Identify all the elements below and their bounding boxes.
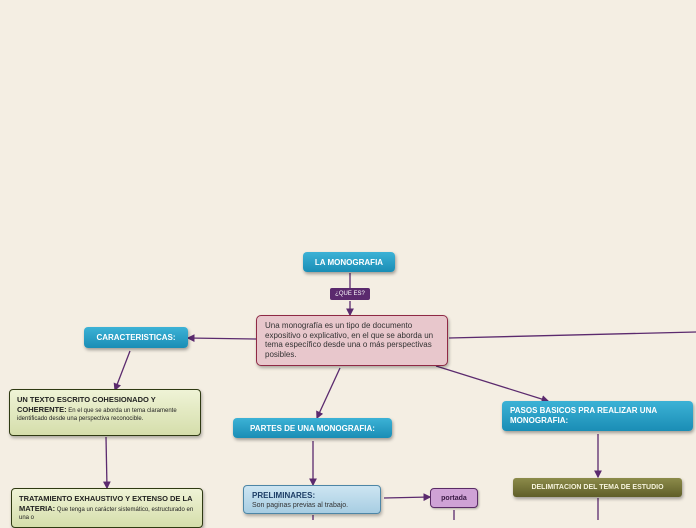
connector-characteristics-item1 [113, 350, 131, 392]
connector-definition-parts [316, 367, 341, 420]
characteristics-node[interactable]: CARACTERISTICAS: [84, 327, 188, 348]
preliminares-heading: PRELIMINARES: [252, 491, 316, 500]
characteristic-treatment-heading: TRATAMIENTO EXHAUSTIVO Y EXTENSO DE LA M… [19, 494, 193, 513]
delimitacion-node[interactable]: DELIMITACION DEL TEMA DE ESTUDIO [513, 478, 682, 497]
topic-label: LA MONOGRAFIA [314, 257, 384, 267]
connector-item1-item2 [102, 436, 111, 490]
connector-definition-characteristics [186, 334, 257, 342]
question-tag-label: ¿QUE ES? [335, 291, 365, 297]
characteristic-cohesion-heading: UN TEXTO ESCRITO COHESIONADO Y COHERENTE… [17, 395, 156, 414]
portada-node[interactable]: portada [430, 488, 478, 508]
connector-preliminares-portada [383, 493, 432, 502]
characteristics-title: CARACTERISTICAS: [96, 333, 176, 342]
delimitacion-label: DELIMITACION DEL TEMA DE ESTUDIO [531, 484, 664, 491]
preliminares-node[interactable]: PRELIMINARES: Son paginas previas al tra… [243, 485, 381, 514]
portada-label: portada [441, 494, 467, 502]
parts-title: PARTES DE UNA MONOGRAFIA: [250, 423, 375, 433]
topic-node[interactable]: LA MONOGRAFIA [303, 252, 395, 272]
characteristic-treatment-text: Que tenga un carácter sistemático, estru… [19, 507, 194, 521]
steps-title: PASOS BASICOS PRA REALIZAR UNA MONOGRAFI… [510, 406, 657, 425]
question-tag[interactable]: ¿QUE ES? [330, 288, 370, 300]
steps-node[interactable]: PASOS BASICOS PRA REALIZAR UNA MONOGRAFI… [502, 401, 693, 431]
definition-node[interactable]: Una monografía es un tipo de documento e… [256, 315, 448, 366]
characteristic-cohesion-text: En el que se aborda un tema claramente i… [17, 408, 177, 422]
characteristic-treatment-node[interactable]: TRATAMIENTO EXHAUSTIVO Y EXTENSO DE LA M… [11, 488, 203, 528]
characteristic-cohesion-node[interactable]: UN TEXTO ESCRITO COHESIONADO Y COHERENTE… [9, 389, 201, 436]
preliminares-text: Son paginas previas al trabajo. [252, 502, 349, 509]
parts-node[interactable]: PARTES DE UNA MONOGRAFIA: [233, 418, 392, 438]
connector-definition-steps [435, 365, 550, 403]
connector-definition-offscreen [448, 331, 696, 339]
definition-text: Una monografía es un tipo de documento e… [265, 321, 434, 359]
